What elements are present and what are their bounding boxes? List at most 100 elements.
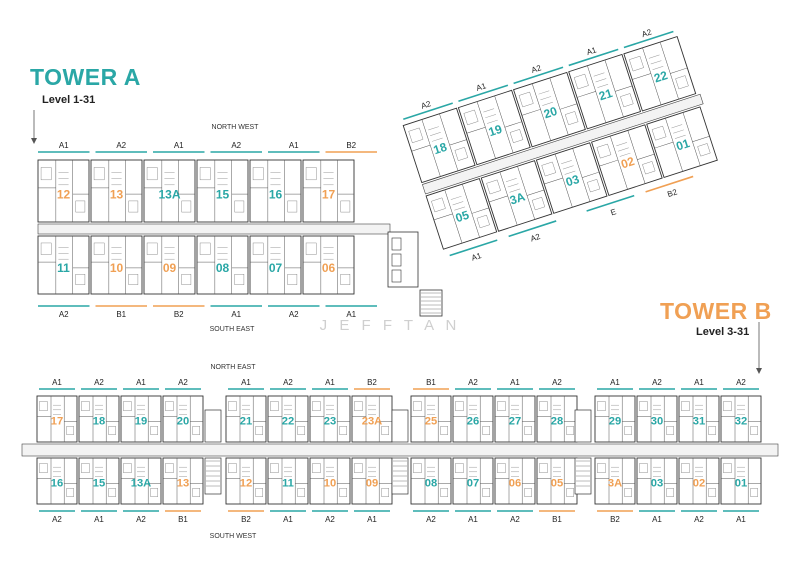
fixture [146, 242, 158, 255]
unit-outline [457, 89, 531, 166]
room-label-mark [538, 90, 550, 95]
fixture [270, 463, 279, 473]
room-label-mark [564, 170, 576, 175]
unit-outline [302, 159, 355, 223]
fixture [228, 463, 237, 473]
fixture [305, 167, 317, 181]
unit-outline [162, 457, 204, 505]
fixture [482, 426, 491, 435]
room-wall [659, 42, 679, 100]
fixture [440, 488, 449, 497]
fixture [354, 401, 363, 411]
unit-outline [36, 457, 78, 505]
room-wall [576, 91, 596, 98]
unit-outline [480, 160, 553, 232]
room-label-mark [561, 160, 572, 165]
fixture [681, 401, 690, 411]
fixture [651, 125, 667, 141]
unit-type-label: A1 [52, 378, 62, 387]
unit-number: 28 [551, 416, 563, 428]
fixture [312, 463, 321, 473]
fixture [234, 274, 245, 285]
unit-type-label: A1 [94, 515, 104, 524]
room-label-mark [652, 66, 664, 70]
room-wall [449, 139, 467, 146]
fixture [681, 463, 690, 473]
unit-outline [591, 124, 663, 196]
unit-number: 16 [51, 478, 63, 490]
room-label-mark [562, 165, 574, 170]
room-wall [466, 126, 486, 134]
unit-type-label: A1 [694, 378, 704, 387]
unit-outline [309, 395, 351, 443]
room-label-mark [428, 126, 439, 131]
fixture [305, 242, 317, 255]
fixture [128, 200, 139, 213]
lift-core [574, 409, 592, 443]
fixture [228, 401, 237, 411]
fixture [486, 179, 501, 195]
unit-type-label: A2 [325, 515, 335, 524]
compass-label-north: NORTH EAST [211, 364, 257, 371]
lift-core [391, 409, 409, 443]
fixture [642, 161, 656, 175]
unit-type-label: A1 [241, 378, 251, 387]
unit-type-label: B1 [178, 515, 188, 524]
room-label-mark [483, 108, 495, 113]
fixture [354, 463, 363, 473]
unit-number: 15 [93, 478, 105, 490]
unit-type-label: A2 [59, 310, 69, 319]
fixture [413, 463, 422, 473]
unit-number: 07 [467, 478, 479, 490]
fixture [40, 167, 52, 181]
unit-type-label: A2 [178, 378, 188, 387]
unit-type-label: A2 [736, 378, 746, 387]
room-label-mark [595, 78, 607, 83]
room-wall [411, 144, 431, 152]
room-wall [637, 153, 655, 160]
lift-shaft [391, 237, 402, 251]
unit-outline [78, 457, 120, 505]
room-wall [504, 121, 522, 128]
fixture [192, 488, 201, 497]
fixture [497, 463, 506, 473]
unit-type-label: A1 [325, 378, 335, 387]
unit-type-label: A2 [652, 378, 662, 387]
fixture [708, 488, 716, 497]
unit-outline [494, 457, 536, 505]
unit-number: 29 [609, 416, 621, 428]
unit-outline [351, 395, 393, 443]
unit-type-label: A2 [420, 99, 433, 111]
unit-type-label: A1 [736, 515, 746, 524]
fixture [509, 129, 524, 143]
room-wall [476, 101, 496, 159]
unit-number: 09 [163, 261, 177, 275]
unit-outline [720, 395, 762, 443]
unit-number: 3A [508, 189, 527, 207]
unit-type-label: A1 [470, 251, 483, 263]
unit-type-label: A2 [529, 232, 542, 244]
unit-outline [452, 457, 494, 505]
fixture [75, 274, 86, 285]
fixture [566, 426, 574, 435]
unit-type-label: A2 [116, 141, 126, 150]
fixture [66, 426, 74, 435]
fixture [150, 488, 159, 497]
room-label-mark [430, 132, 441, 136]
unit-type-bar [513, 66, 564, 85]
unit-type-label: A1 [652, 515, 662, 524]
fixture [81, 463, 90, 473]
tower-a-level: Level 1-31 [42, 94, 96, 106]
room-wall [517, 166, 536, 220]
room-wall [421, 119, 441, 177]
room-wall [654, 141, 674, 149]
room-wall [488, 195, 508, 203]
room-wall [433, 213, 453, 221]
room-wall [615, 85, 633, 92]
watermark-text: J E F F T A N [320, 317, 461, 334]
fixture [108, 488, 116, 497]
fixture [541, 161, 557, 177]
